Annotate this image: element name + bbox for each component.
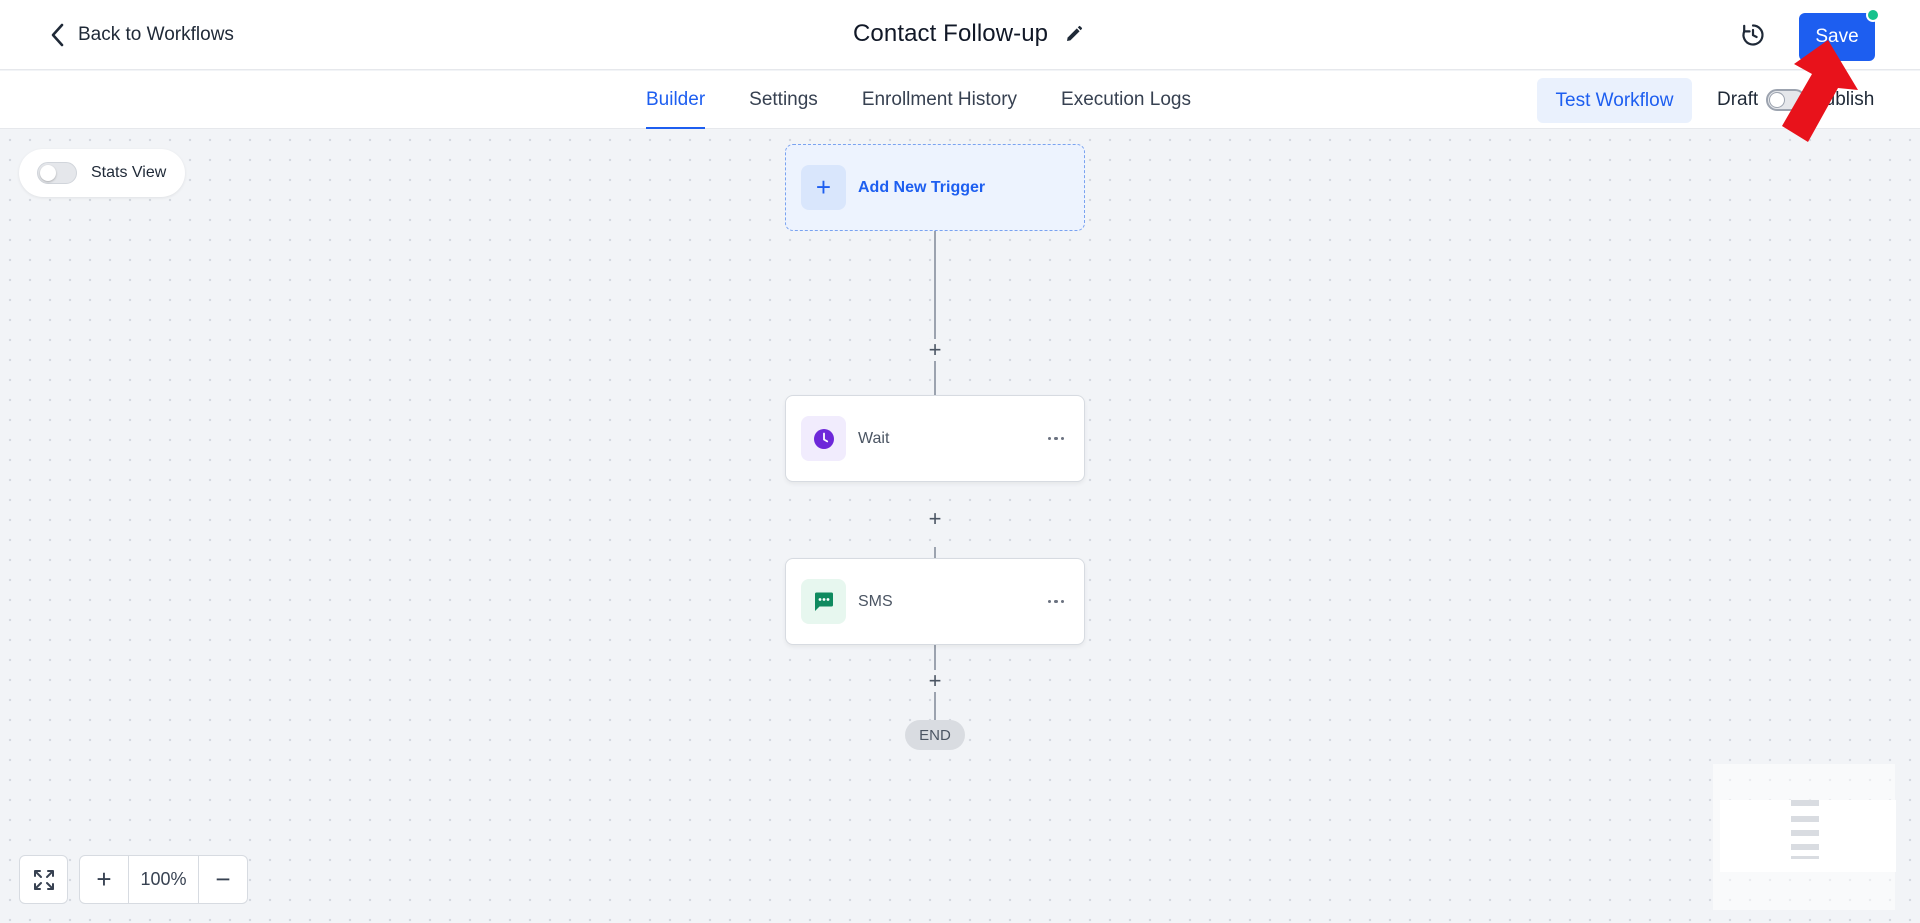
node-label: Wait	[858, 429, 890, 447]
back-to-workflows-link[interactable]: Back to Workflows	[48, 22, 234, 48]
trigger-label: Add New Trigger	[858, 178, 986, 196]
stats-view-toggle[interactable]: Stats View	[19, 149, 185, 197]
workflow-canvas[interactable]: Stats View + + + + Add New Trigger Wait …	[0, 130, 1920, 923]
toggle-knob	[1769, 92, 1785, 108]
add-new-trigger-card[interactable]: + Add New Trigger	[785, 144, 1085, 231]
minimap-node	[1791, 856, 1819, 859]
add-step-button[interactable]: +	[924, 339, 946, 361]
minimap-node	[1791, 830, 1819, 836]
toggle-knob	[40, 165, 56, 181]
pencil-icon[interactable]	[1064, 24, 1084, 44]
end-marker: END	[905, 720, 965, 750]
minimap[interactable]	[1713, 764, 1896, 910]
version-history-icon[interactable]	[1740, 22, 1766, 48]
minimap-node	[1791, 816, 1819, 822]
stats-toggle-switch[interactable]	[37, 162, 77, 184]
add-step-button[interactable]: +	[924, 670, 946, 692]
zoom-in-button[interactable]: +	[96, 864, 112, 894]
unsaved-changes-dot	[1866, 8, 1880, 22]
minimap-node	[1791, 844, 1819, 850]
expand-icon	[33, 869, 54, 890]
chevron-left-icon	[51, 23, 64, 47]
sms-icon	[801, 579, 846, 624]
tab-enrollment-history[interactable]: Enrollment History	[861, 89, 1018, 110]
top-header: Back to Workflows Contact Follow-up Save	[0, 0, 1920, 70]
save-label: Save	[1815, 26, 1859, 47]
back-label: Back to Workflows	[78, 24, 234, 45]
more-options-icon[interactable]	[1042, 429, 1070, 449]
tab-list: Builder Settings Enrollment History Exec…	[646, 71, 1191, 129]
add-step-button[interactable]: +	[924, 508, 946, 530]
draft-label: Draft	[1717, 89, 1759, 110]
tab-builder[interactable]: Builder	[646, 71, 706, 129]
zoom-out-button[interactable]: −	[215, 864, 231, 894]
stats-view-label: Stats View	[91, 164, 167, 181]
publish-toggle[interactable]	[1766, 89, 1806, 111]
fit-to-screen-button[interactable]	[19, 855, 68, 904]
tab-execution-logs[interactable]: Execution Logs	[1061, 89, 1191, 110]
workflow-title-group: Contact Follow-up	[853, 20, 1084, 48]
workflow-tab-bar: Builder Settings Enrollment History Exec…	[0, 71, 1920, 129]
workflow-title: Contact Follow-up	[853, 20, 1049, 47]
zoom-level: 100%	[128, 856, 199, 903]
more-options-icon[interactable]	[1042, 592, 1070, 612]
plus-icon: +	[801, 165, 846, 210]
test-workflow-button[interactable]: Test Workflow	[1537, 78, 1692, 123]
minimap-viewport	[1720, 800, 1896, 872]
publish-label: Publish	[1812, 89, 1875, 110]
wait-action-node[interactable]: Wait	[785, 395, 1085, 482]
node-label: SMS	[858, 592, 893, 610]
sms-action-node[interactable]: SMS	[785, 558, 1085, 645]
minimap-node	[1791, 800, 1819, 806]
tab-settings[interactable]: Settings	[749, 89, 818, 110]
clock-icon	[801, 416, 846, 461]
zoom-controls: + 100% −	[79, 855, 248, 904]
save-button[interactable]: Save	[1799, 8, 1880, 61]
